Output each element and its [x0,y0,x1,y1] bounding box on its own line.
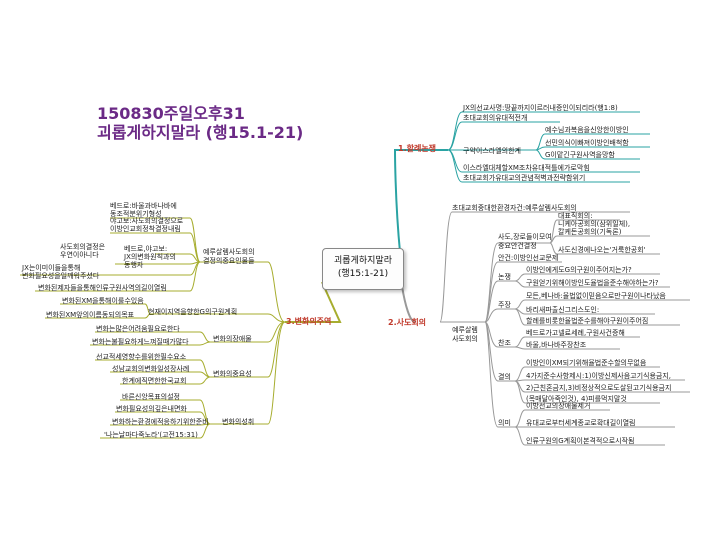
b2-resolution-2[interactable]: 4가지준수사항제시:1)이방신제사음고기식용금지, [526,372,672,380]
b2-meaning-3[interactable]: 인류구원의G계획이본격적으로시작됨 [526,437,635,445]
b2-cat-dispute[interactable]: 논쟁 [498,273,511,281]
b2-support-2[interactable]: 바울,바나바주장찬조 [526,341,587,349]
b1-item-crisis[interactable]: 초대교회가유대교의관념적벽과전략함위기 [463,174,586,182]
b2-cat-attendees[interactable]: 사도,장로들이모여 중요안건결정 [498,233,552,251]
b2-cat-attendees-l2: 중요안건결정 [498,242,537,250]
b2-attendees-head[interactable]: 대표직회의: [558,212,593,220]
b1-item-gentile-believers[interactable]: 예수님과복음을신앙한이방인 [545,126,629,134]
central-line2: (행15:1-21) [337,269,389,279]
b2-attendees-creed[interactable]: 사도신경에나오는'거룩한공회' [558,246,646,254]
b2-support-1[interactable]: 베드로가고넬료세례,구원사건증해 [526,329,625,337]
connector-branch2 [401,285,416,323]
b2-hub-line1: 예루살렘 [452,326,478,334]
b3-imp-decision-2[interactable]: 우연이아니다 [60,251,99,259]
b2-cat-agenda[interactable]: 안건:이방인선교문제 [498,254,559,262]
b2-resolution-1[interactable]: 이방인이XM되기위해율법준수할의무없음 [526,359,647,367]
b3-cat-role[interactable]: 현재이지역을향한G의구원계획 [148,308,238,316]
b2-claim-2[interactable]: 바리새파출신그리스도인: [526,306,600,314]
b2-resolution-4[interactable]: (목매달아죽인것), 4)피를먹지말것 [526,395,627,403]
b2-hub[interactable]: 예루살렘 사도회의 [448,326,482,344]
b3-imp-james-1[interactable]: 야고보:사도회의결정으로 [110,217,184,225]
b3-imp-companion-2[interactable]: JX의변화원칙과의 [124,253,176,261]
b3-cat-necessity[interactable]: 변화의중요성 [213,370,252,378]
branch1-label[interactable]: 1.할례논쟁 [398,144,437,153]
b2-attendees-nicaea[interactable]: 니케아공회의(삼위일체), [558,220,631,228]
b3-necessity-3[interactable]: 한계에직면한한국교회 [122,377,187,385]
b2-cat-claim[interactable]: 주장 [498,301,511,309]
b3-cat-importance-l2: 결정의중요인물들 [203,257,255,265]
b3-imp-disciples[interactable]: 변화된제자들을통해인류구원사역의길이열림 [38,284,167,292]
branch2-label[interactable]: 2.사도회의 [388,318,427,327]
b3-imp-peter-2[interactable]: 동조적분위기형성 [110,210,162,218]
b3-imp-peter-1[interactable]: 베드로:바울과바나바에 [110,202,177,210]
map-title-line2: 괴롭게하지말라 (행15.1-21) [97,123,304,142]
b3-imp-jx-2[interactable]: 변화필요성을일깨워주셨다 [22,272,100,280]
b2-claim-3[interactable]: 할례를비롯한율법준수를해야구원이주어짐 [526,317,649,325]
b2-dispute-1[interactable]: 이방인에게도G의구원이주어지는가? [526,266,632,274]
b1-item-mission-lost[interactable]: G이맡긴구원사역을망함 [545,151,615,159]
b3-necessity-2[interactable]: 성남교회의변화일성장사례 [112,365,190,373]
b2-top-item[interactable]: 초대교회중대한환경자건:예루살렘사도회의 [452,204,577,212]
b3-attitude-1[interactable]: 변화는많은어려움필요로한다 [96,325,180,333]
b3-achieve-4[interactable]: '나는날마다죽노라'(고전15:31) [104,431,198,439]
b2-claim-1[interactable]: 모든,베나바:율법없이믿음으로만구원이나타났음 [526,292,666,300]
branch3-label[interactable]: 3.변화의주역 [286,317,332,326]
b1-item-israel-limit[interactable]: 구약이스라엘의한계 [463,147,521,155]
b1-item-replacement[interactable]: 이스라엘대체할XM조차유대적틀에가로막힘 [463,164,590,172]
b2-cat-resolution[interactable]: 결의 [498,373,511,381]
b3-role-2[interactable]: 변화된XM앞의이름동되의목표 [46,311,135,319]
b2-dispute-2[interactable]: 구원얻기위해이방인도율법을준수해야하는가? [526,279,659,287]
b2-meaning-1[interactable]: 이방선교의장애물제거 [526,402,591,410]
b1-item-jewish-dev[interactable]: 초대교회의유대적전개 [463,114,528,122]
b1-item-exclusion[interactable]: 선민의식이빠져이방인배척함 [545,139,629,147]
b3-achieve-3[interactable]: 변화하는환경에적응하기위한준비 [112,418,209,426]
b3-cat-achieve[interactable]: 변화의성취 [222,418,255,426]
b2-attendees-chalcedon[interactable]: 칼케돈공회의(기독론) [558,228,622,236]
b2-cat-meaning[interactable]: 의미 [498,419,511,427]
b2-hub-line2: 사도회의 [452,335,478,343]
central-line1: 괴롭게하지말라 [334,256,392,266]
b2-cat-attendees-l1: 사도,장로들이모여 [498,233,552,241]
b3-cat-importance-l1: 예루살렘사도회의 [203,248,255,256]
b2-meaning-2[interactable]: 유대교로부터세계종교로확대길이열림 [526,419,636,427]
b3-achieve-1[interactable]: 바른신앙목표의설정 [122,393,180,401]
b3-imp-decision-1[interactable]: 사도회의결정은 [60,243,106,251]
b3-necessity-1[interactable]: 선교적세영향수를위한필수요소 [96,353,187,361]
b2-resolution-3[interactable]: 2)근친혼금지,3)비정상적으로도살된고기식용금지 [526,384,672,392]
b3-imp-companion-3[interactable]: 동행자 [124,261,144,269]
b3-imp-james-2[interactable]: 이방인교회정착결정내림 [110,225,181,233]
b3-imp-jx-1[interactable]: JX는이미이들을통해 [22,264,81,272]
connector-branch1 [393,149,448,253]
b3-achieve-2[interactable]: 변화필요성의깊은내면화 [116,405,187,413]
map-title-line1: 150830주일오후31 [97,104,245,123]
b2-cat-support[interactable]: 찬조 [498,339,511,347]
central-node[interactable]: 괴롭게하지말라 (행15:1-21) [322,248,404,290]
b3-cat-attitude[interactable]: 변화의장애물 [213,335,252,343]
b3-cat-importance[interactable]: 예루살렘사도회의 결정의중요인물들 [203,248,255,266]
b3-imp-companion-1[interactable]: 베드로,야고보: [124,245,168,253]
b3-role-1[interactable]: 변화된XM을통해이룰수있음 [62,297,144,305]
b1-item-mission[interactable]: JX의선교사명:땅끝까지이르러내증인이되리라(행1:8) [463,104,618,112]
b3-attitude-2[interactable]: 변화는불필요하게느껴질때가많다 [92,338,189,346]
